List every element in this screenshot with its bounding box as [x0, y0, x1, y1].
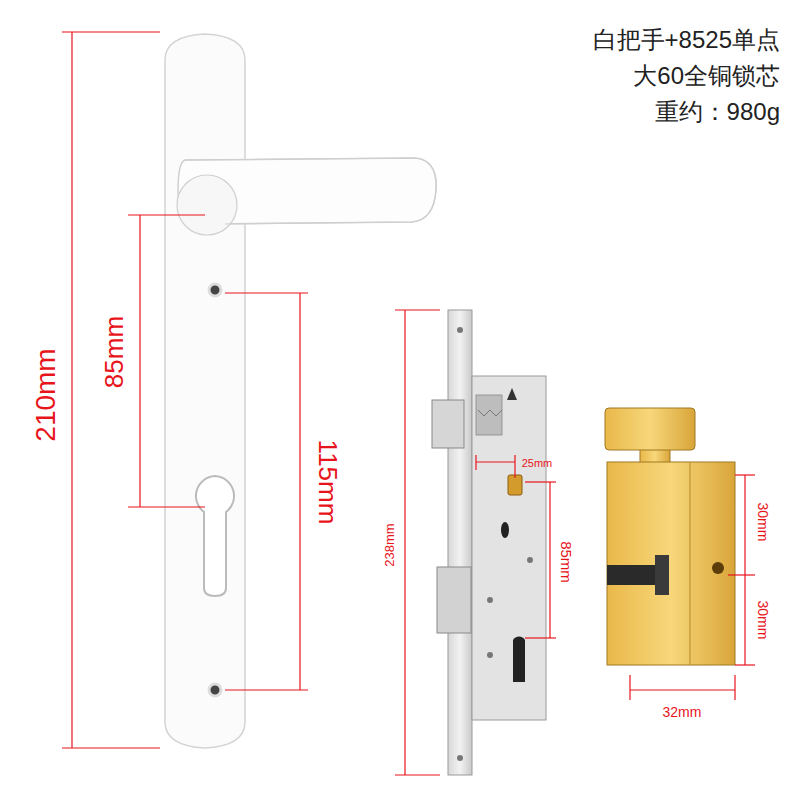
- rosette: [177, 175, 237, 235]
- lock-body: [472, 376, 546, 720]
- dimension-label: 210mm: [32, 348, 60, 441]
- handle-plate: [165, 34, 245, 748]
- screw-hole: [209, 684, 221, 696]
- keyhole: [196, 476, 234, 596]
- thumb-turn: [605, 408, 695, 450]
- dimension-label: 32mm: [663, 705, 702, 719]
- dimension-label: 25mm: [522, 458, 553, 469]
- latch-bolt: [432, 400, 464, 448]
- product-weight: 重约：980g: [655, 100, 780, 124]
- product-spec: 大60全铜锁芯: [633, 64, 780, 88]
- dimension-label: 30mm: [756, 503, 770, 542]
- screw-hole: [209, 284, 221, 296]
- dimension-label: 85mm: [559, 541, 574, 583]
- cylinder-body: [607, 462, 735, 665]
- dimension-label: 115mm: [315, 440, 341, 525]
- dead-bolt: [437, 567, 471, 633]
- dimension-label: 85mm: [101, 316, 127, 388]
- dimension-label: 238mm: [383, 523, 396, 566]
- dimension-lines: [62, 32, 308, 748]
- product-title: 白把手+8525单点: [593, 28, 780, 52]
- faceplate: [448, 310, 472, 775]
- dimension-label: 30mm: [756, 601, 770, 640]
- cylinder-hole: [513, 637, 525, 682]
